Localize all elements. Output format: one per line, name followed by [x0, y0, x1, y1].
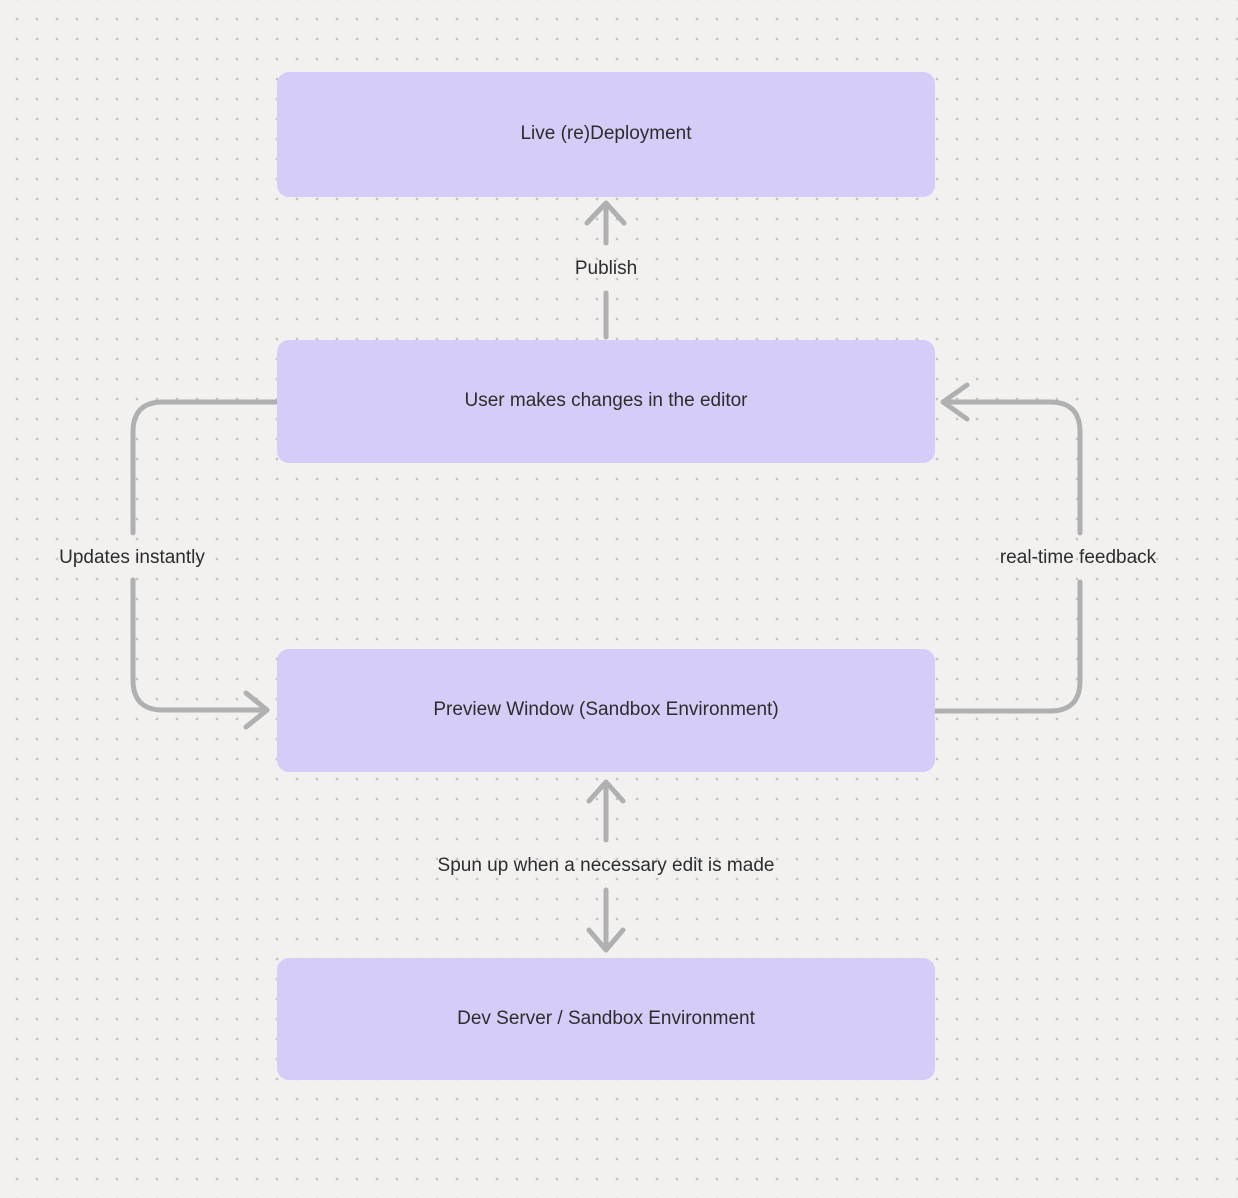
edge-label-spun-up: Spun up when a necessary edit is made	[437, 855, 775, 876]
edge-label-realtime-feedback: real-time feedback	[999, 547, 1157, 568]
node-preview-window-label: Preview Window (Sandbox Environment)	[433, 699, 779, 721]
edge-label-updates-instantly: Updates instantly	[59, 547, 205, 568]
node-preview-window[interactable]: Preview Window (Sandbox Environment)	[277, 649, 935, 772]
node-dev-server[interactable]: Dev Server / Sandbox Environment	[277, 958, 935, 1080]
node-user-editor-label: User makes changes in the editor	[464, 390, 748, 412]
edge-updates-segment-lower	[130, 577, 263, 713]
edge-spunup-up-arrowhead-icon	[586, 779, 626, 804]
node-user-editor[interactable]: User makes changes in the editor	[277, 340, 935, 463]
edge-updates-arrowhead-icon	[243, 690, 270, 730]
node-dev-server-label: Dev Server / Sandbox Environment	[457, 1007, 755, 1029]
edge-feedback-segment-upper	[947, 399, 1083, 536]
node-live-deployment[interactable]: Live (re)Deployment	[277, 72, 935, 197]
edge-label-publish: Publish	[574, 258, 638, 279]
edge-feedback-segment-lower	[932, 579, 1083, 714]
edge-feedback-arrowhead-icon	[940, 382, 970, 422]
edge-updates-segment-upper	[130, 399, 280, 536]
node-live-deployment-label: Live (re)Deployment	[520, 123, 692, 145]
edge-publish-arrowhead-icon	[584, 200, 627, 226]
edge-spunup-down-arrowhead-icon	[586, 927, 626, 953]
